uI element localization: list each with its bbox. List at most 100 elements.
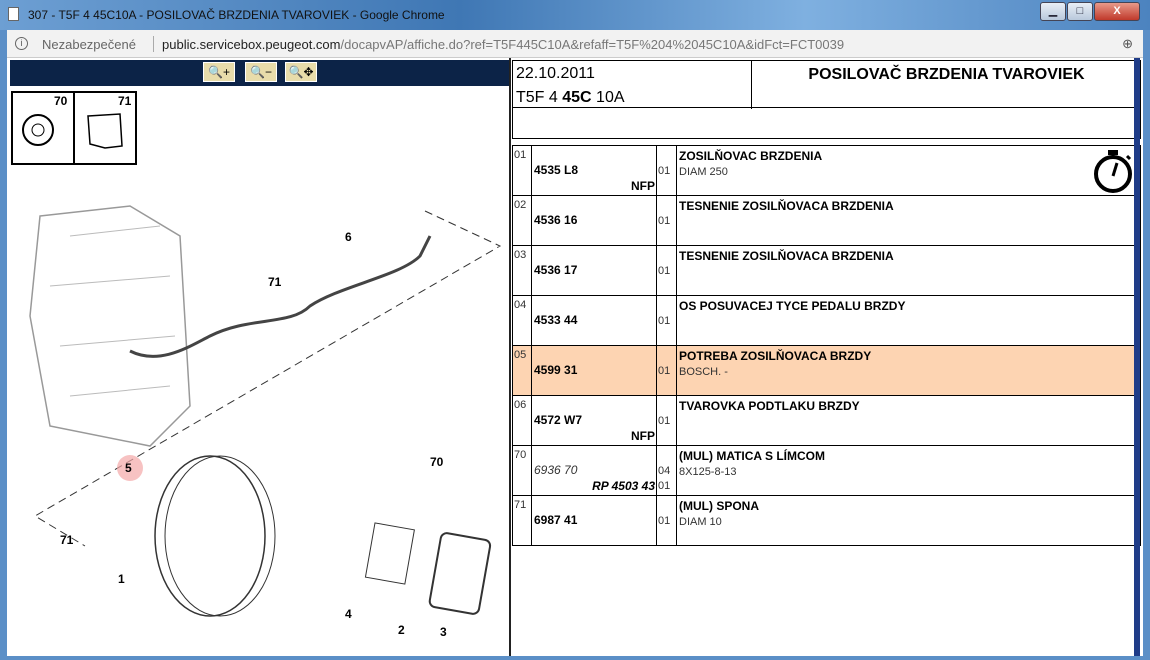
callout-4: 4 [345, 607, 352, 621]
model-code: T5F 4 45C 10A [516, 89, 625, 106]
address-bar[interactable]: i Nezabezpečené public.servicebox.peugeo… [7, 30, 1143, 58]
quantity: 01 [658, 315, 671, 327]
part-name: TVAROVKA PODTLAKU BRZDY [679, 399, 860, 413]
part-ref[interactable]: 4536 17 [534, 263, 578, 277]
part-name: ZOSILŇOVAC BRZDENIA [679, 149, 823, 163]
ref-cell: 4535 L8 NFP [531, 145, 657, 196]
ref-note: RP 4503 43 [592, 479, 655, 493]
qty-cell: 01 [656, 195, 677, 246]
exploded-diagram[interactable]: 70 71 6 71 5 70 71 1 4 2 3 [10, 86, 509, 656]
ref-cell: 4536 17 [531, 245, 657, 296]
url-text[interactable]: public.servicebox.peugeot.com/docapvAP/a… [162, 37, 845, 52]
table-row[interactable]: 02 4536 16 01 TESNENIE ZOSILŇOVACA BRZDE… [512, 195, 1141, 246]
item-number: 70 [512, 445, 532, 496]
qty-cell: 01 [656, 245, 677, 296]
stopwatch-icon [1094, 150, 1132, 193]
date: 22.10.2011 [516, 65, 595, 82]
page-title: POSILOVAČ BRZDENIA TVAROVIEK [751, 61, 1141, 109]
maximize-button[interactable]: □ [1067, 2, 1093, 21]
desc-cell: OS POSUVACEJ TYCE PEDALU BRZDY [676, 295, 1141, 346]
callout-70: 70 [430, 455, 444, 469]
part-ref[interactable]: 4535 L8 [534, 163, 579, 177]
part-name: (MUL) SPONA [679, 499, 759, 513]
table-row[interactable]: 71 6987 41 01 (MUL) SPONA DIAM 10 [512, 495, 1141, 546]
quantity: 01 [658, 515, 671, 527]
scrollbar[interactable] [1134, 58, 1140, 656]
part-detail: 8X125-8-13 [679, 466, 737, 478]
callout-1: 1 [118, 572, 125, 586]
table-row[interactable]: 06 4572 W7 NFP 01 TVAROVKA PODTLAKU BRZDY [512, 395, 1141, 446]
part-name: POTREBA ZOSILŇOVACA BRZDY [679, 349, 872, 363]
page-content: 🔍+ 🔍− 🔍✥ 70 71 6 71 5 70 71 1 4 2 3 22.1… [7, 58, 1143, 656]
qty-cell: 01 [656, 495, 677, 546]
qty-cell: 01 [656, 295, 677, 346]
table-row[interactable]: 03 4536 17 01 TESNENIE ZOSILŇOVACA BRZDE… [512, 245, 1141, 296]
item-number: 71 [512, 495, 532, 546]
part-detail: DIAM 10 [679, 516, 722, 528]
part-ref[interactable]: 6936 70 [534, 463, 578, 477]
desc-cell: (MUL) MATICA S LÍMCOM 8X125-8-13 [676, 445, 1141, 496]
ref-note: NFP [631, 179, 655, 193]
zoom-move-button[interactable]: 🔍✥ [285, 62, 317, 82]
close-button[interactable]: X [1094, 2, 1140, 21]
quantity: 01 [658, 215, 671, 227]
thumb-label: 70 [54, 94, 68, 108]
part-name: TESNENIE ZOSILŇOVACA BRZDENIA [679, 249, 894, 263]
zoom-in-button[interactable]: 🔍+ [203, 62, 235, 82]
part-ref[interactable]: 4533 44 [534, 313, 578, 327]
part-ref[interactable]: 4536 16 [534, 213, 578, 227]
callout-5[interactable]: 5 [125, 461, 132, 475]
ref-cell: 4536 16 [531, 195, 657, 246]
item-number: 02 [512, 195, 532, 246]
item-number: 05 [512, 345, 532, 396]
quantity: 01 [658, 265, 671, 277]
quantity: 01 [658, 365, 671, 377]
part-ref[interactable]: 6987 41 [534, 513, 578, 527]
item-number: 06 [512, 395, 532, 446]
callout-6: 6 [345, 230, 352, 244]
ref-cell: 6987 41 [531, 495, 657, 546]
item-number: 04 [512, 295, 532, 346]
parts-panel: 22.10.2011 T5F 4 45C 10A POSILOVAČ BRZDE… [512, 58, 1141, 656]
part-name: (MUL) MATICA S LÍMCOM [679, 449, 825, 463]
desc-cell: TESNENIE ZOSILŇOVACA BRZDENIA [676, 245, 1141, 296]
thumb-71 [73, 91, 137, 165]
diagram-panel: 🔍+ 🔍− 🔍✥ 70 71 6 71 5 70 71 1 4 2 3 [10, 60, 509, 656]
desc-cell: TESNENIE ZOSILŇOVACA BRZDENIA [676, 195, 1141, 246]
divider [509, 58, 511, 656]
desc-cell: TVAROVKA PODTLAKU BRZDY [676, 395, 1141, 446]
callout-2: 2 [398, 623, 405, 637]
callout-71b: 71 [60, 533, 74, 547]
part-ref[interactable]: 4599 31 [534, 363, 578, 377]
title-bar: 307 - T5F 4 45C10A - POSILOVAČ BRZDENIA … [0, 0, 1150, 30]
minimize-button[interactable]: ▁ [1040, 2, 1066, 21]
callout-71: 71 [268, 275, 282, 289]
callout-3: 3 [440, 625, 447, 639]
part-name: TESNENIE ZOSILŇOVACA BRZDENIA [679, 199, 894, 213]
item-number: 01 [512, 145, 532, 196]
part-ref[interactable]: 4572 W7 [534, 413, 583, 427]
security-label: Nezabezpečené [42, 37, 136, 52]
qty-cell: 01 [656, 145, 677, 196]
item-number: 03 [512, 245, 532, 296]
zoom-out-button[interactable]: 🔍− [245, 62, 277, 82]
thumb-label: 71 [118, 94, 132, 108]
part-name: OS POSUVACEJ TYCE PEDALU BRZDY [679, 299, 906, 313]
quantity-2: 01 [658, 480, 671, 492]
header-box: 22.10.2011 T5F 4 45C 10A POSILOVAČ BRZDE… [512, 60, 1141, 109]
qty-cell: 01 [656, 395, 677, 446]
zoom-icon[interactable]: ⊕ [1122, 36, 1133, 51]
ref-cell: 4533 44 [531, 295, 657, 346]
ref-note: NFP [631, 429, 655, 443]
table-row[interactable]: 04 4533 44 01 OS POSUVACEJ TYCE PEDALU B… [512, 295, 1141, 346]
window-title: 307 - T5F 4 45C10A - POSILOVAČ BRZDENIA … [28, 8, 445, 22]
info-icon[interactable]: i [15, 37, 28, 50]
desc-cell: (MUL) SPONA DIAM 10 [676, 495, 1141, 546]
diagram-toolbar: 🔍+ 🔍− 🔍✥ [10, 60, 509, 86]
